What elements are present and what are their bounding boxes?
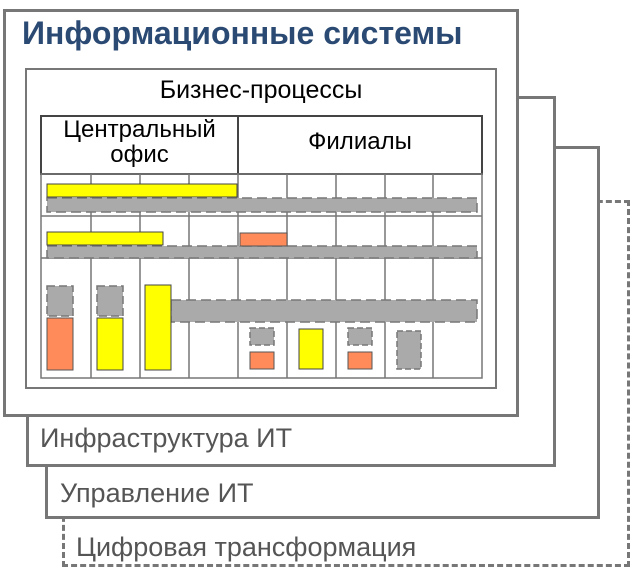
orange-system-block xyxy=(46,317,74,371)
orange-system-bar xyxy=(239,232,288,247)
central-office-line1: Центральный xyxy=(63,116,216,143)
gray-system-block xyxy=(96,285,124,317)
yellow-system-bar xyxy=(46,183,238,198)
central-office-line2: офис xyxy=(110,141,169,168)
gray-system-block xyxy=(46,285,74,317)
branches-header: Филиалы xyxy=(308,128,412,155)
gray-system-block xyxy=(347,327,373,346)
yellow-system-block xyxy=(144,284,172,371)
it-management-label: Управление ИТ xyxy=(60,478,254,508)
business-processes-heading: Бизнес-процессы xyxy=(159,76,363,104)
digital-transformation-label: Цифровая трансформация xyxy=(76,532,417,562)
yellow-system-bar xyxy=(46,231,164,246)
orange-system-block xyxy=(249,351,275,370)
gray-system-block xyxy=(249,327,275,346)
yellow-system-block xyxy=(298,328,324,370)
gray-system-block xyxy=(396,330,422,370)
it-infrastructure-label: Инфраструктура ИТ xyxy=(40,423,293,453)
shared-system-bar xyxy=(46,197,478,213)
grid-outline xyxy=(40,173,483,379)
orange-system-block xyxy=(347,351,373,370)
information-systems-title: Информационные системы xyxy=(22,15,463,51)
shared-system-bar xyxy=(46,245,478,259)
shared-system-bar xyxy=(170,299,478,323)
central-office-header: Центральный офис xyxy=(41,117,238,167)
yellow-system-block xyxy=(96,317,124,371)
